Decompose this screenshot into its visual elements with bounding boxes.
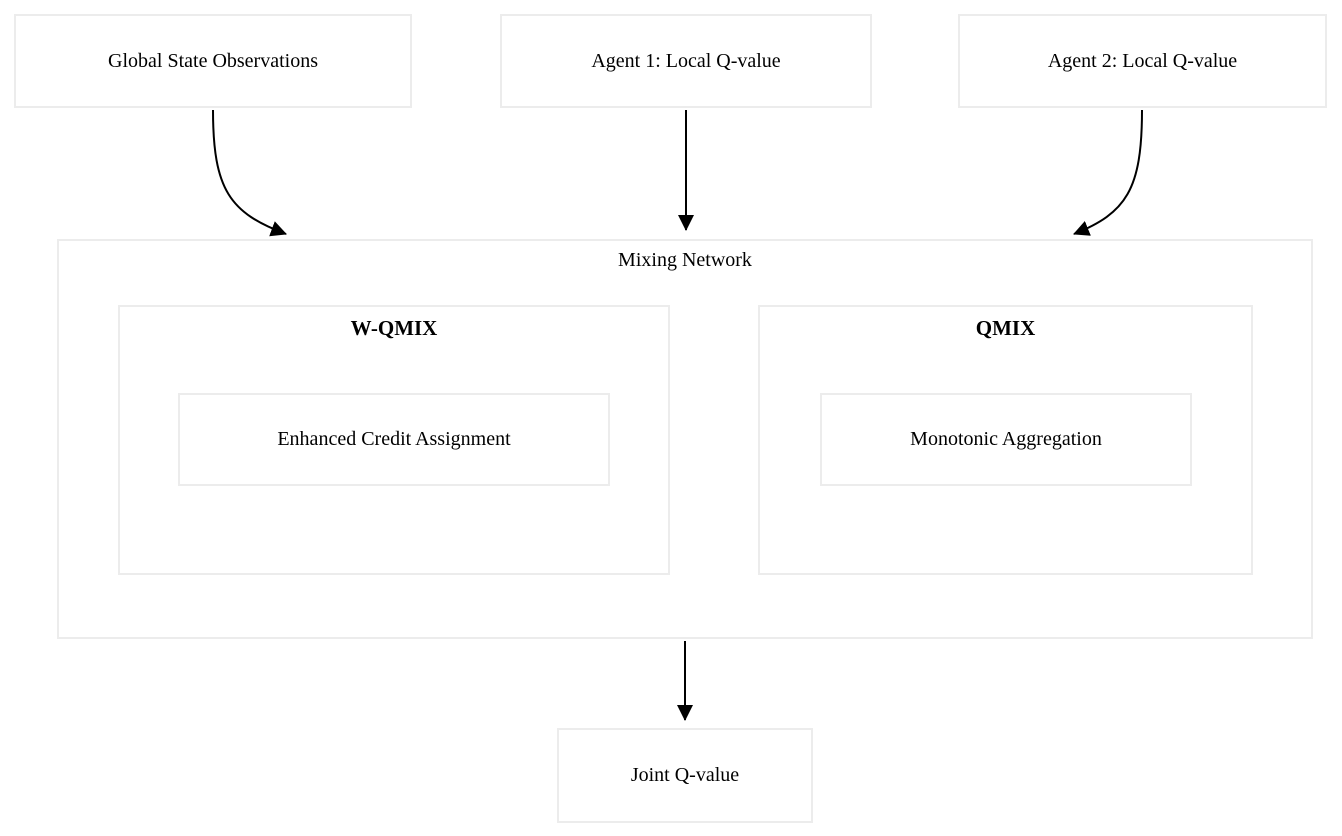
node-global-state-observations: Global State Observations bbox=[14, 14, 412, 108]
node-global-state-observations-label: Global State Observations bbox=[108, 49, 318, 72]
node-agent2-local-q-value: Agent 2: Local Q-value bbox=[958, 14, 1327, 108]
node-enhanced-credit-assignment: Enhanced Credit Assignment bbox=[178, 393, 610, 486]
mixing-network-title: Mixing Network bbox=[618, 249, 752, 271]
node-agent2-local-q-value-label: Agent 2: Local Q-value bbox=[1047, 49, 1238, 72]
node-joint-q-value: Joint Q-value bbox=[557, 728, 813, 823]
arrow-global-state-to-mixing-network bbox=[212, 109, 287, 237]
w-qmix-title: W-QMIX bbox=[350, 316, 438, 340]
node-monotonic-aggregation-label: Monotonic Aggregation bbox=[910, 428, 1102, 450]
qmix-title: QMIX bbox=[975, 316, 1036, 340]
node-enhanced-credit-assignment-label: Enhanced Credit Assignment bbox=[277, 428, 511, 450]
arrow-agent2-to-mixing-network bbox=[1073, 109, 1143, 236]
node-agent1-local-q-value-label: Agent 1: Local Q-value bbox=[591, 49, 781, 72]
node-joint-q-value-label: Joint Q-value bbox=[630, 764, 740, 786]
node-monotonic-aggregation: Monotonic Aggregation bbox=[820, 393, 1192, 486]
node-agent1-local-q-value: Agent 1: Local Q-value bbox=[500, 14, 872, 108]
